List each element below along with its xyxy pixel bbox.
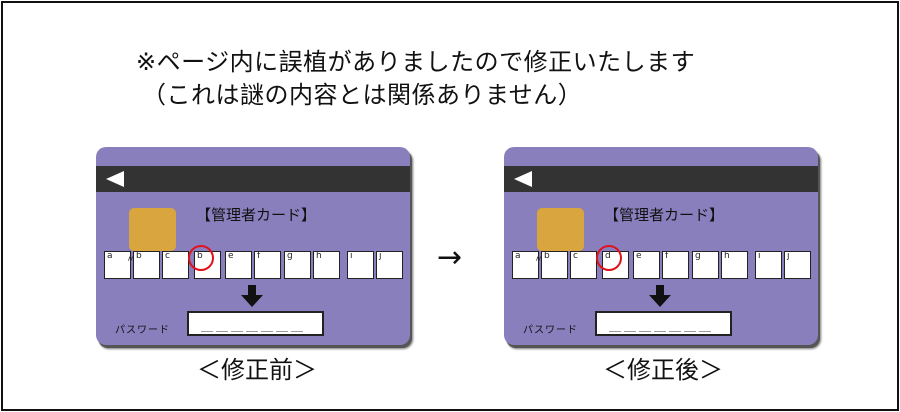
key-cell: e: [633, 251, 660, 279]
key-label: b: [544, 251, 550, 261]
password-placeholder: ＿＿＿＿＿＿＿: [201, 319, 307, 333]
key-cell: e: [225, 251, 252, 279]
password-label: パスワード: [523, 325, 578, 336]
tick-mark: 〃: [126, 255, 136, 265]
key-cell: a: [104, 251, 131, 279]
back-arrow-icon: [514, 171, 532, 187]
notice-line-1: ※ページ内に誤植がありましたので修正いたします: [136, 48, 696, 76]
highlight-circle: [596, 245, 622, 271]
key-label: f: [665, 251, 669, 261]
key-cell: f: [254, 251, 281, 279]
card-title: 【管理者カード】: [604, 206, 725, 224]
key-cell: h: [721, 251, 748, 279]
key-label: h: [724, 251, 730, 261]
down-arrow-icon: [241, 285, 263, 307]
tick-mark: 〃: [534, 255, 544, 265]
key-label: j: [379, 251, 382, 261]
arrow-right-icon: →: [437, 240, 463, 275]
key-cell: g: [284, 251, 311, 279]
notice-line-2: （これは謎の内容とは関係ありません）: [142, 81, 583, 109]
key-label: f: [257, 251, 261, 261]
key-label: i: [350, 251, 353, 261]
password-field: ＿＿＿＿＿＿＿: [187, 311, 324, 336]
key-label: b: [136, 251, 142, 261]
key-label: e: [228, 251, 234, 261]
chip-icon: [129, 208, 176, 251]
key-cell: b: [541, 251, 568, 279]
password-placeholder: ＿＿＿＿＿＿＿: [609, 319, 715, 333]
highlight-circle: [188, 245, 214, 271]
key-cell: i: [755, 251, 782, 279]
back-arrow-icon: [106, 171, 124, 187]
key-cell: a: [512, 251, 539, 279]
chip-icon: [537, 208, 584, 251]
admin-card-before: 【管理者カード】 a b c b e f g h i j 〃 パスワード ＿＿＿…: [96, 147, 410, 345]
caption-before: ＜修正前＞: [197, 356, 317, 384]
key-label: g: [695, 251, 701, 261]
key-label: e: [636, 251, 642, 261]
key-cell: i: [347, 251, 374, 279]
key-label: h: [316, 251, 322, 261]
down-arrow-icon: [649, 285, 671, 307]
card-title: 【管理者カード】: [196, 206, 317, 224]
magnetic-strip: [96, 166, 410, 192]
key-label: g: [287, 251, 293, 261]
key-cell: h: [313, 251, 340, 279]
password-field: ＿＿＿＿＿＿＿: [595, 311, 732, 336]
key-cell: c: [162, 251, 189, 279]
password-label: パスワード: [115, 325, 170, 336]
caption-after: ＜修正後＞: [603, 356, 723, 384]
admin-card-after: 【管理者カード】 a b c d e f g h i j 〃 パスワード ＿＿＿…: [504, 147, 818, 345]
key-cell: c: [570, 251, 597, 279]
key-label: a: [107, 251, 113, 261]
key-row: a b c d e f g h i j: [512, 251, 812, 281]
key-row: a b c b e f g h i j: [104, 251, 404, 281]
key-label: i: [758, 251, 761, 261]
key-cell: g: [692, 251, 719, 279]
key-label: j: [787, 251, 790, 261]
key-cell: j: [376, 251, 403, 279]
key-label: c: [165, 251, 170, 261]
key-cell: b: [133, 251, 160, 279]
magnetic-strip: [504, 166, 818, 192]
key-cell: f: [662, 251, 689, 279]
key-label: c: [573, 251, 578, 261]
key-label: a: [515, 251, 521, 261]
key-cell: j: [784, 251, 811, 279]
